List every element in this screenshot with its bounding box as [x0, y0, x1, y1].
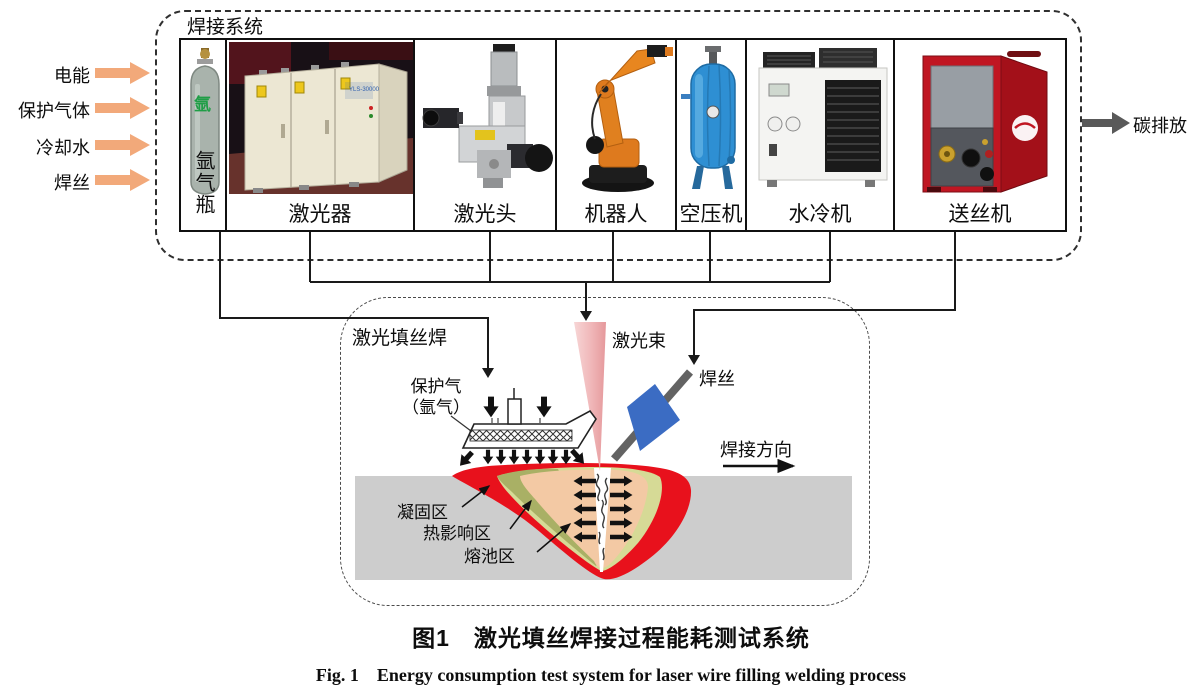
laser-welding-process-box	[340, 297, 870, 606]
zone-label-molten-pool: 熔池区	[464, 547, 515, 566]
robot-photo	[582, 45, 673, 192]
caption-chinese: 图1 激光填丝焊接过程能耗测试系统	[412, 625, 810, 651]
wire-label: 焊丝	[699, 369, 735, 389]
cell-argon-bottle: 氩 氩气瓶	[179, 38, 227, 232]
shield-gas-label: 保护气 （氩气）	[392, 376, 480, 418]
cell-label-argon-bottle: 氩气瓶	[192, 150, 214, 216]
laser-beam-label: 激光束	[612, 331, 666, 351]
argon-bottle-photo	[190, 48, 220, 195]
cell-robot: 机器人	[555, 38, 677, 232]
laser-photo: YLS-30000	[229, 42, 413, 194]
equipment-row: 氩 氩气瓶 YLS-30000	[179, 38, 1067, 232]
cell-label-robot: 机器人	[584, 203, 648, 226]
shield-gas-label-line1: 保护气	[410, 377, 462, 396]
input-arrows	[95, 62, 150, 191]
cell-label-water-chiller: 水冷机	[788, 203, 852, 226]
argon-character: 氩	[194, 95, 211, 114]
input-label-shield-gas: 保护气体	[18, 101, 90, 121]
wire-feeder-photo	[922, 51, 1048, 193]
cell-label-air-compressor: 空压机	[679, 203, 743, 226]
cell-laser-head: 激光头	[413, 38, 557, 232]
laser-head-photo	[422, 44, 553, 188]
cell-laser: YLS-30000 激光器	[225, 38, 415, 232]
cell-water-chiller: 水冷机	[745, 38, 895, 232]
shield-gas-label-line2: （氩气）	[402, 398, 470, 417]
cell-label-wire-feeder: 送丝机	[948, 203, 1012, 226]
caption-english: Fig. 1 Energy consumption test system fo…	[315, 665, 907, 685]
process-box-label: 激光填丝焊	[352, 328, 448, 349]
carbon-output-arrow	[1082, 112, 1130, 134]
cell-label-laser: 激光器	[288, 203, 352, 226]
weld-direction-label: 焊接方向	[720, 440, 792, 460]
zone-label-heat-affected: 热影响区	[423, 524, 491, 543]
system-box-label: 焊接系统	[187, 17, 264, 38]
water-chiller-photo	[758, 48, 888, 187]
carbon-output-label: 碳排放	[1133, 116, 1187, 136]
cell-air-compressor: 空压机	[675, 38, 747, 232]
air-compressor-photo	[681, 46, 736, 189]
input-label-electric: 电能	[54, 66, 90, 86]
input-label-cooling-water: 冷却水	[36, 138, 90, 158]
cell-label-laser-head: 激光头	[453, 203, 517, 226]
laser-nameplate: YLS-30000	[349, 87, 380, 93]
cell-wire-feeder: 送丝机	[893, 38, 1067, 232]
input-label-wire: 焊丝	[54, 173, 90, 193]
